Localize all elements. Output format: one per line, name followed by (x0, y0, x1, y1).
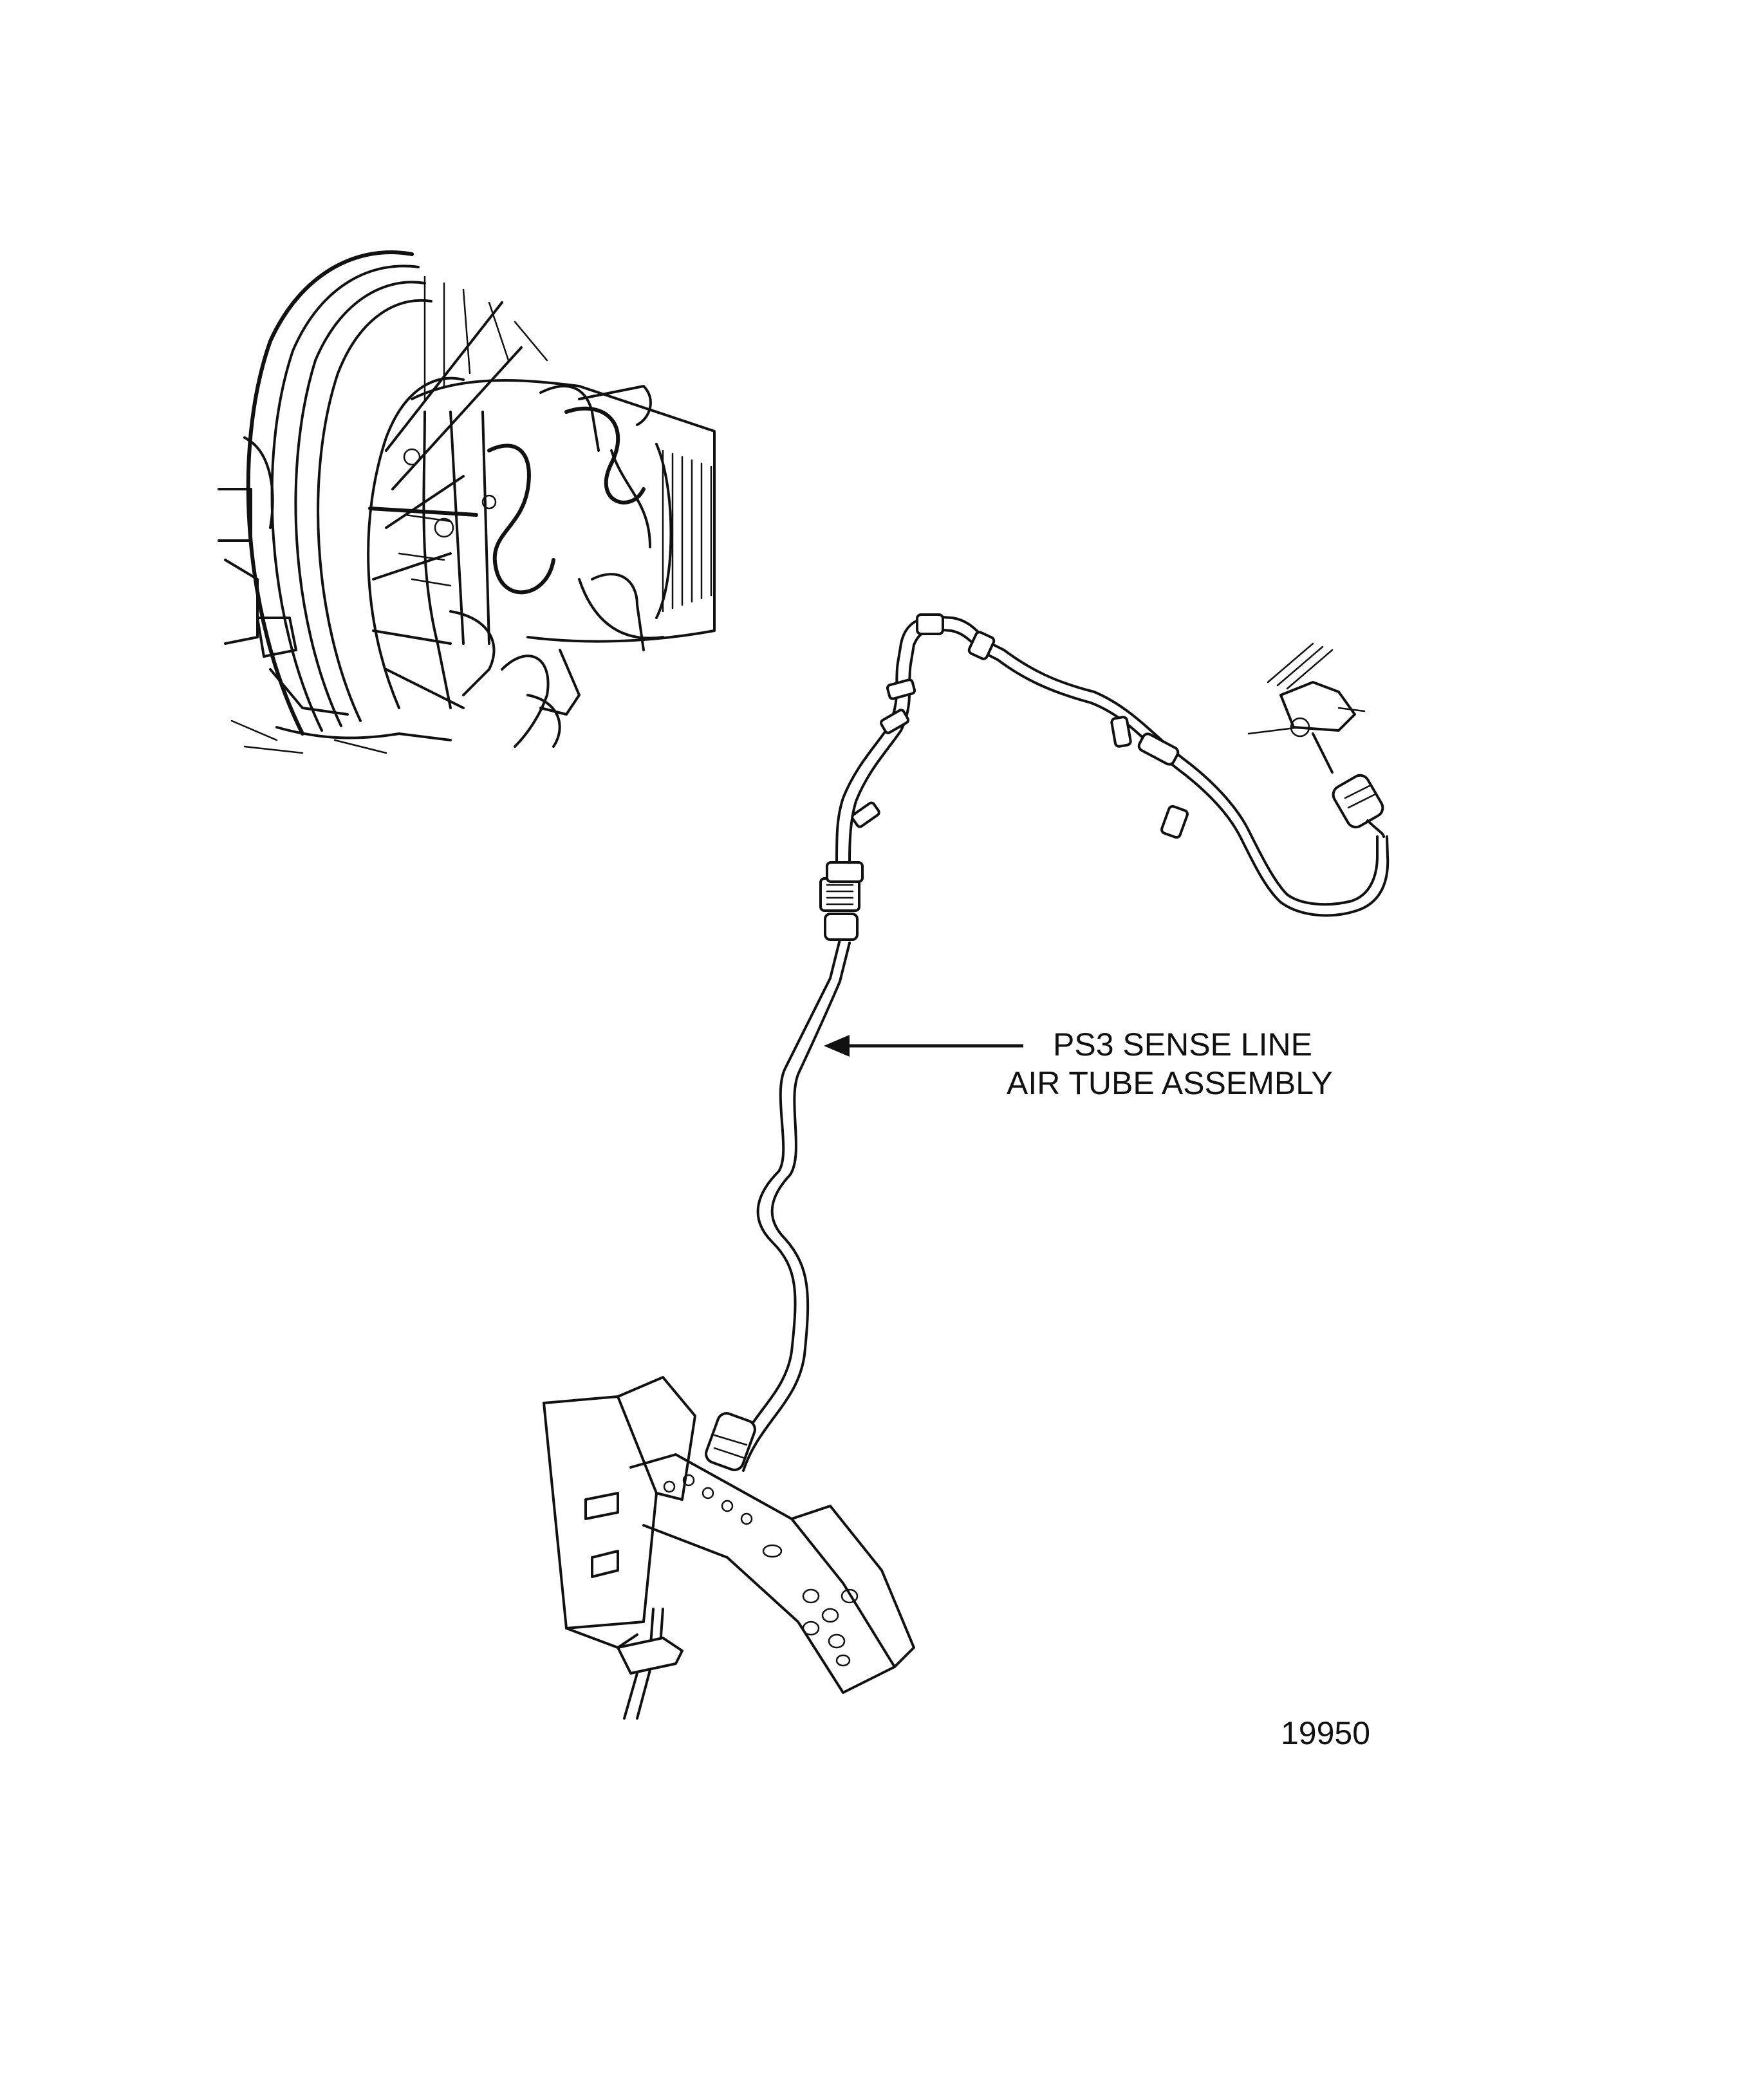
callout-label-line-1: PS3 SENSE LINE (1053, 1027, 1312, 1063)
callout-arrowhead (824, 1035, 850, 1057)
figure-number: 19950 (1281, 1715, 1370, 1751)
lower-frame-bracket (543, 1376, 915, 1720)
engine-locator-view (218, 250, 716, 754)
sense-line-tube (732, 613, 1390, 1472)
callout: PS3 SENSE LINE AIR TUBE ASSEMBLY (824, 1027, 1333, 1101)
callout-label-line-2: AIR TUBE ASSEMBLY (1007, 1065, 1333, 1101)
